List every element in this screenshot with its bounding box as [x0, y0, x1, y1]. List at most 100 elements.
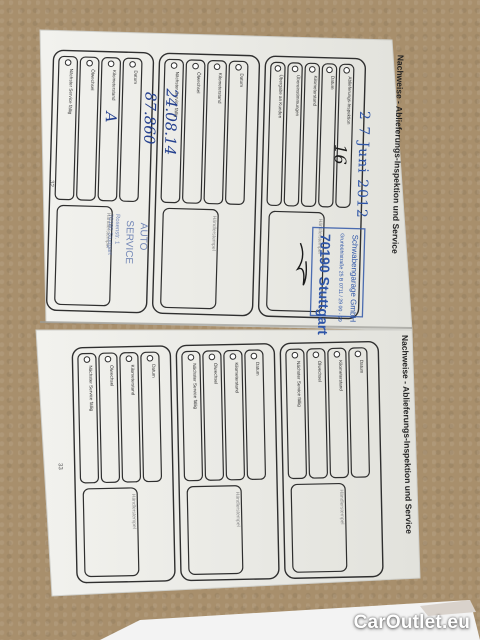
field-box — [76, 56, 100, 201]
field-box — [119, 352, 142, 483]
booklet-spine — [39, 321, 413, 329]
page-number: 33 — [57, 463, 63, 470]
field-box — [266, 61, 286, 207]
stamp-box — [54, 204, 113, 307]
field-label: Übereinstimmungen — [295, 75, 302, 117]
field-box — [283, 62, 303, 207]
field-label: Ölwechsel — [213, 363, 219, 384]
field-box — [244, 349, 266, 480]
field-label: Ölwechsel — [90, 69, 97, 90]
field-label: Nächster Service fällig — [174, 72, 180, 118]
field-box — [77, 352, 100, 484]
field-box — [98, 352, 121, 484]
bullet-icon — [213, 63, 221, 71]
field-label: Kilometerstand — [130, 365, 136, 396]
field-label: Ablieferungs-Inspektion — [346, 76, 352, 125]
handwritten-service: A — [102, 110, 120, 123]
bullet-icon — [274, 65, 282, 72]
field-box — [335, 63, 355, 208]
slot-frame — [46, 49, 155, 314]
service-slot: Datum Kilometerstand Ölwechsel Nächster Ser… — [175, 343, 280, 582]
bullet-icon — [146, 354, 154, 362]
service-slot: Datum Kilometerstand Ölwechsel Nächster Ser… — [46, 49, 155, 314]
bullet-icon — [308, 66, 316, 73]
stamp-label: Händlerstempel — [234, 492, 241, 527]
bullet-icon — [354, 350, 362, 358]
field-box — [160, 58, 184, 204]
bullet-icon — [107, 60, 115, 68]
bullet-icon — [229, 353, 237, 360]
booklet-page-top: Nachweise - Ablieferungs-Inspektion und … — [39, 29, 413, 331]
field-box — [225, 60, 249, 205]
svg-text:SERVICE: SERVICE — [123, 220, 135, 264]
page-heading: Nachweise - Ablieferungs-Inspektion und … — [400, 335, 414, 534]
field-box — [318, 63, 338, 208]
field-label: Kilometerstand — [234, 362, 240, 393]
bullet-icon — [235, 64, 242, 71]
field-label: Datum — [255, 362, 260, 376]
paper-card — [100, 600, 480, 640]
field-box — [300, 62, 321, 207]
bullet-icon — [250, 352, 258, 360]
bullet-icon — [326, 66, 333, 74]
svg-text:70190 Stuttgart: 70190 Stuttgart — [315, 234, 334, 336]
handwritten-date: 24.08.14 — [161, 87, 181, 155]
stamp-box — [160, 207, 219, 310]
page-number: 32 — [48, 180, 54, 188]
bullet-icon — [333, 351, 341, 358]
dealer-stamp-box — [309, 226, 366, 318]
field-box — [348, 347, 370, 478]
slot-frame — [71, 345, 176, 584]
field-box — [182, 59, 206, 204]
field-box — [140, 351, 163, 483]
field-box — [306, 348, 328, 479]
slot-1-entries: 2 7 Juni 2012 16 Schwabengarage GmbH Gru… — [295, 111, 372, 336]
stamp-label: Händlerstempel — [104, 213, 111, 248]
date-stamp: 2 7 Juni 2012 — [353, 111, 372, 219]
field-box — [202, 350, 225, 481]
svg-text:Schwabengarage GmbH: Schwabengarage GmbH — [348, 235, 359, 323]
bullet-icon — [86, 59, 93, 67]
field-label: Ölwechsel — [196, 72, 203, 93]
field-label: Nächster Service fällig — [68, 69, 74, 115]
slot-3-entries: 24.08.14 87.860 A AUTO SERVICE Rosenstr.… — [102, 87, 181, 264]
field-label: Datum — [330, 76, 335, 90]
field-label: Ölwechsel — [317, 361, 323, 382]
service-slot: Ablieferungs-InspektionDatumKilometersta… — [257, 55, 367, 320]
slot-frame — [175, 343, 280, 582]
field-label: Datum — [133, 70, 138, 84]
field-label: Datum — [359, 360, 364, 374]
field-box — [97, 57, 121, 202]
bullet-icon — [125, 355, 133, 362]
bullet-icon — [170, 62, 178, 69]
signature-mark — [295, 242, 308, 286]
field-label: Übergabe an Kunden — [277, 74, 284, 118]
stamp-box — [290, 482, 348, 573]
handwritten-km: 87.860 — [140, 92, 159, 145]
field-box — [54, 55, 79, 201]
bullet-icon — [129, 61, 136, 68]
bullet-icon — [187, 354, 195, 361]
bullet-icon — [291, 351, 299, 359]
field-label: Ölwechsel — [109, 365, 115, 386]
field-label: Kilometerstand — [111, 70, 117, 101]
field-box — [223, 349, 245, 481]
handwritten-km: 16 — [331, 144, 351, 165]
slot-frame — [151, 52, 261, 317]
field-label: Nächster Service fällig — [296, 361, 302, 407]
field-label: Nächster Service fällig — [192, 363, 198, 409]
bullet-icon — [64, 59, 72, 66]
svg-text:AUTO: AUTO — [137, 223, 149, 251]
slot-frame — [279, 340, 384, 579]
stamp-box — [186, 485, 244, 575]
stamp-box — [266, 210, 325, 313]
field-label: Kilometerstand — [338, 360, 344, 391]
paper-card-edge — [420, 600, 476, 616]
bullet-icon — [83, 356, 91, 363]
field-label: Datum — [239, 73, 244, 87]
svg-text:Rosenstr. 1: Rosenstr. 1 — [113, 214, 120, 245]
stamp-label: Händlerstempel — [130, 494, 137, 529]
stamp-box — [82, 487, 140, 578]
